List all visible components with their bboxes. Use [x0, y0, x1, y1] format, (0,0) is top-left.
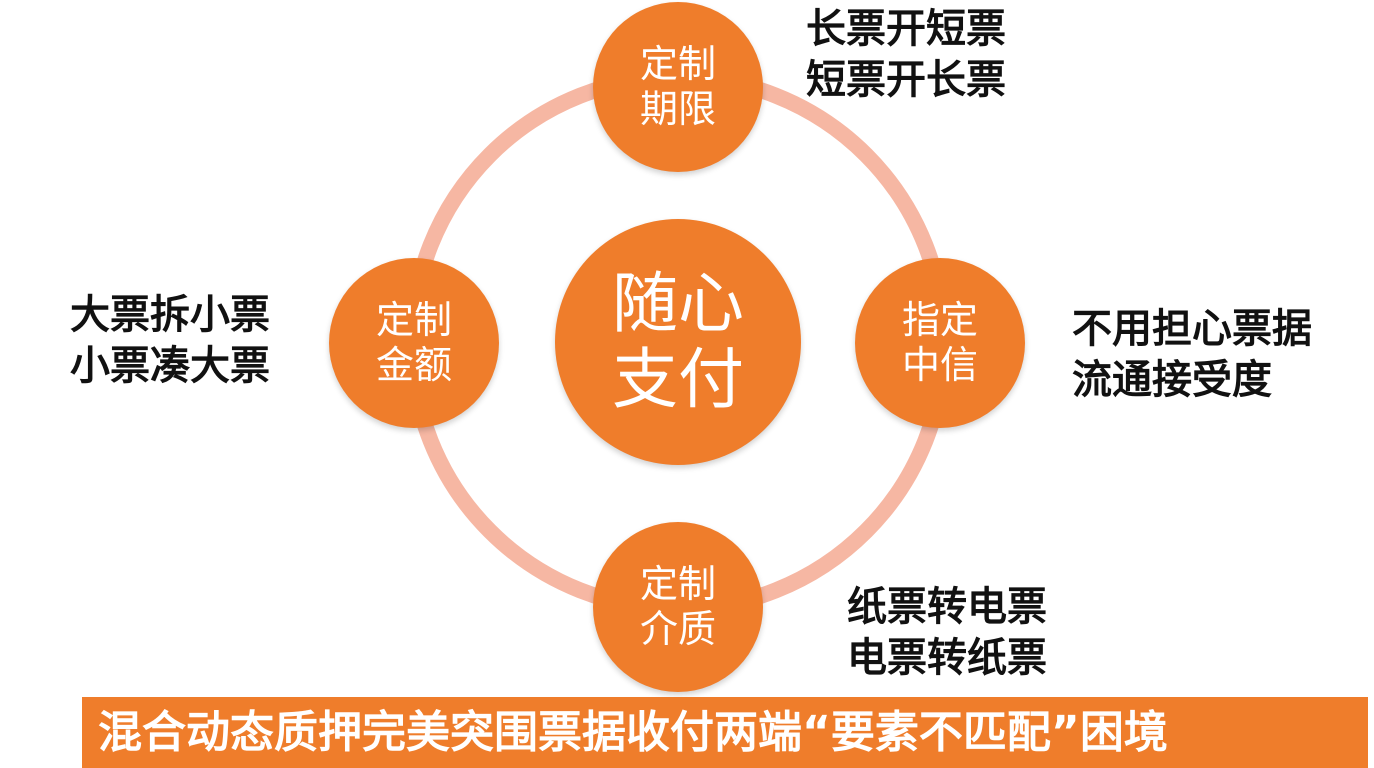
node-custom-term-line2: 期限	[639, 87, 716, 131]
node-custom-medium-line2: 介质	[639, 607, 716, 651]
bottom-banner: 混合动态质押完美突围票据收付两端“要素不匹配”困境	[82, 697, 1368, 768]
note-acceptance-line1: 不用担心票据	[1072, 306, 1312, 352]
node-custom-amount: 定制 金额	[329, 258, 499, 428]
note-acceptance: 不用担心票据 流通接受度	[1072, 304, 1312, 406]
note-medium: 纸票转电票 电票转纸票	[847, 582, 1047, 684]
note-term-line1: 长票开短票	[806, 6, 1006, 52]
node-designated-citic-line1: 指定	[901, 298, 978, 343]
note-acceptance-line2: 流通接受度	[1072, 357, 1272, 404]
note-term-line2: 短票开长票	[806, 57, 1006, 104]
node-custom-amount-line1: 定制	[375, 298, 452, 343]
node-custom-term-line1: 定制	[639, 42, 716, 87]
node-custom-term: 定制 期限	[593, 2, 763, 172]
center-node-line1: 随心	[612, 265, 744, 343]
node-custom-amount-line2: 金额	[375, 343, 452, 387]
center-node-line2: 支付	[612, 341, 744, 418]
node-designated-citic-line2: 中信	[901, 343, 978, 387]
node-designated-citic: 指定 中信	[855, 258, 1025, 428]
node-custom-medium-line1: 定制	[639, 562, 716, 607]
note-amount-line2: 小票凑大票	[70, 343, 270, 390]
node-custom-medium: 定制 介质	[593, 522, 763, 692]
center-node-flexible-payment: 随心 支付	[555, 219, 801, 465]
note-medium-line1: 纸票转电票	[847, 584, 1047, 630]
note-medium-line2: 电票转纸票	[847, 635, 1047, 682]
note-term: 长票开短票 短票开长票	[806, 4, 1006, 106]
note-amount: 大票拆小票 小票凑大票	[70, 290, 270, 392]
note-amount-line1: 大票拆小票	[70, 292, 270, 338]
